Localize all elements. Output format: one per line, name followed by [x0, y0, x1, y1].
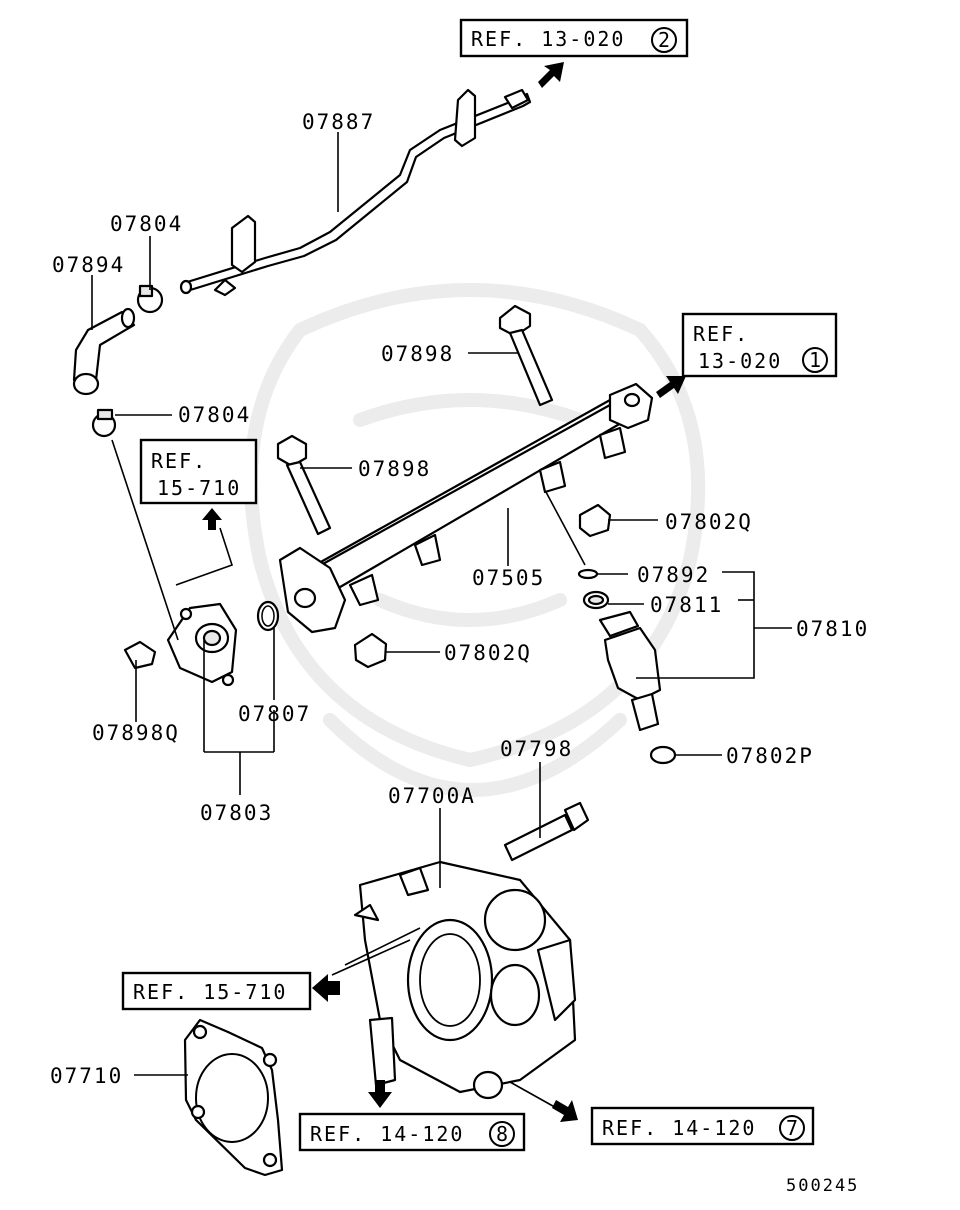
label-07505[interactable]: 07505	[472, 566, 545, 590]
ref-text-line2: 13-020	[698, 349, 782, 373]
fuel-injector	[598, 610, 662, 732]
throttle-body	[353, 860, 577, 1100]
ref-box-13-020-2[interactable]: REF. 13-020 2	[459, 18, 689, 58]
leader-lines	[91, 132, 792, 1076]
fuel-return-pipe	[179, 88, 532, 297]
ref-circle-number: 2	[658, 28, 672, 52]
label-07798[interactable]: 07798	[500, 737, 573, 761]
label-07887[interactable]: 07887	[302, 110, 375, 134]
label-07700a[interactable]: 07700A	[388, 784, 476, 808]
watermark-emblem	[244, 283, 706, 797]
ref-text: REF. 13-020	[471, 27, 625, 51]
regulator-o-ring	[256, 600, 280, 632]
fuel-rail	[278, 382, 654, 634]
label-07802q-left[interactable]: 07802Q	[444, 641, 532, 665]
o-ring-seal	[577, 568, 599, 580]
label-07892[interactable]: 07892	[637, 563, 710, 587]
label-07898-top[interactable]: 07898	[381, 342, 454, 366]
ref-box-14-120-7[interactable]: REF. 14-120 7	[590, 1106, 815, 1146]
ref-box-15-710-bottom[interactable]: REF. 15-710	[121, 971, 312, 1011]
injector-grommet	[582, 590, 610, 610]
insulator-left	[353, 632, 388, 669]
label-07802q-right[interactable]: 07802Q	[665, 510, 753, 534]
hose-clamp-top	[136, 284, 164, 314]
ref-box-15-710-top[interactable]: REF. 15-710	[139, 438, 258, 505]
label-07710[interactable]: 07710	[50, 1064, 123, 1088]
part-number-labels: 07887 07804 07894 07804 07898 07898 0780…	[50, 110, 869, 1088]
label-07804-top[interactable]: 07804	[110, 212, 183, 236]
label-07804-mid[interactable]: 07804	[178, 403, 251, 427]
ref-circle-number: 7	[786, 1116, 800, 1140]
hose-clamp-mid	[91, 408, 117, 438]
injector-seal	[649, 745, 677, 765]
label-07898-mid[interactable]: 07898	[358, 457, 431, 481]
label-07894[interactable]: 07894	[52, 253, 125, 277]
regulator-bolt	[123, 640, 157, 670]
ref-box-14-120-8[interactable]: REF. 14-120 8	[298, 1112, 526, 1152]
label-07802p[interactable]: 07802P	[726, 744, 814, 768]
ref-text: REF. 15-710	[133, 980, 287, 1004]
throttle-body-gasket	[183, 1018, 284, 1177]
label-07810[interactable]: 07810	[796, 617, 869, 641]
label-07898q[interactable]: 07898Q	[92, 721, 180, 745]
diagram-code: 500245	[786, 1176, 859, 1196]
pressure-regulator	[166, 602, 238, 687]
direction-arrows	[202, 62, 686, 1122]
throttle-body-bolt	[503, 801, 590, 862]
label-07811[interactable]: 07811	[650, 593, 723, 617]
ref-box-13-020-1[interactable]: REF. 13-020 1	[681, 312, 838, 378]
ref-text-line2: 15-710	[157, 476, 241, 500]
bolt-middle	[276, 434, 332, 536]
ref-text-line1: REF.	[693, 322, 749, 346]
fuel-hose	[72, 307, 136, 396]
label-07807[interactable]: 07807	[238, 702, 311, 726]
bolt-upper	[498, 304, 554, 407]
ref-text: REF. 14-120	[602, 1116, 756, 1140]
ref-text: REF. 14-120	[310, 1122, 464, 1146]
ref-circle-number: 8	[496, 1122, 510, 1146]
label-07803[interactable]: 07803	[200, 801, 273, 825]
ref-text-line1: REF.	[151, 449, 207, 473]
ref-circle-number: 1	[809, 348, 823, 372]
insulator-right	[578, 503, 612, 538]
